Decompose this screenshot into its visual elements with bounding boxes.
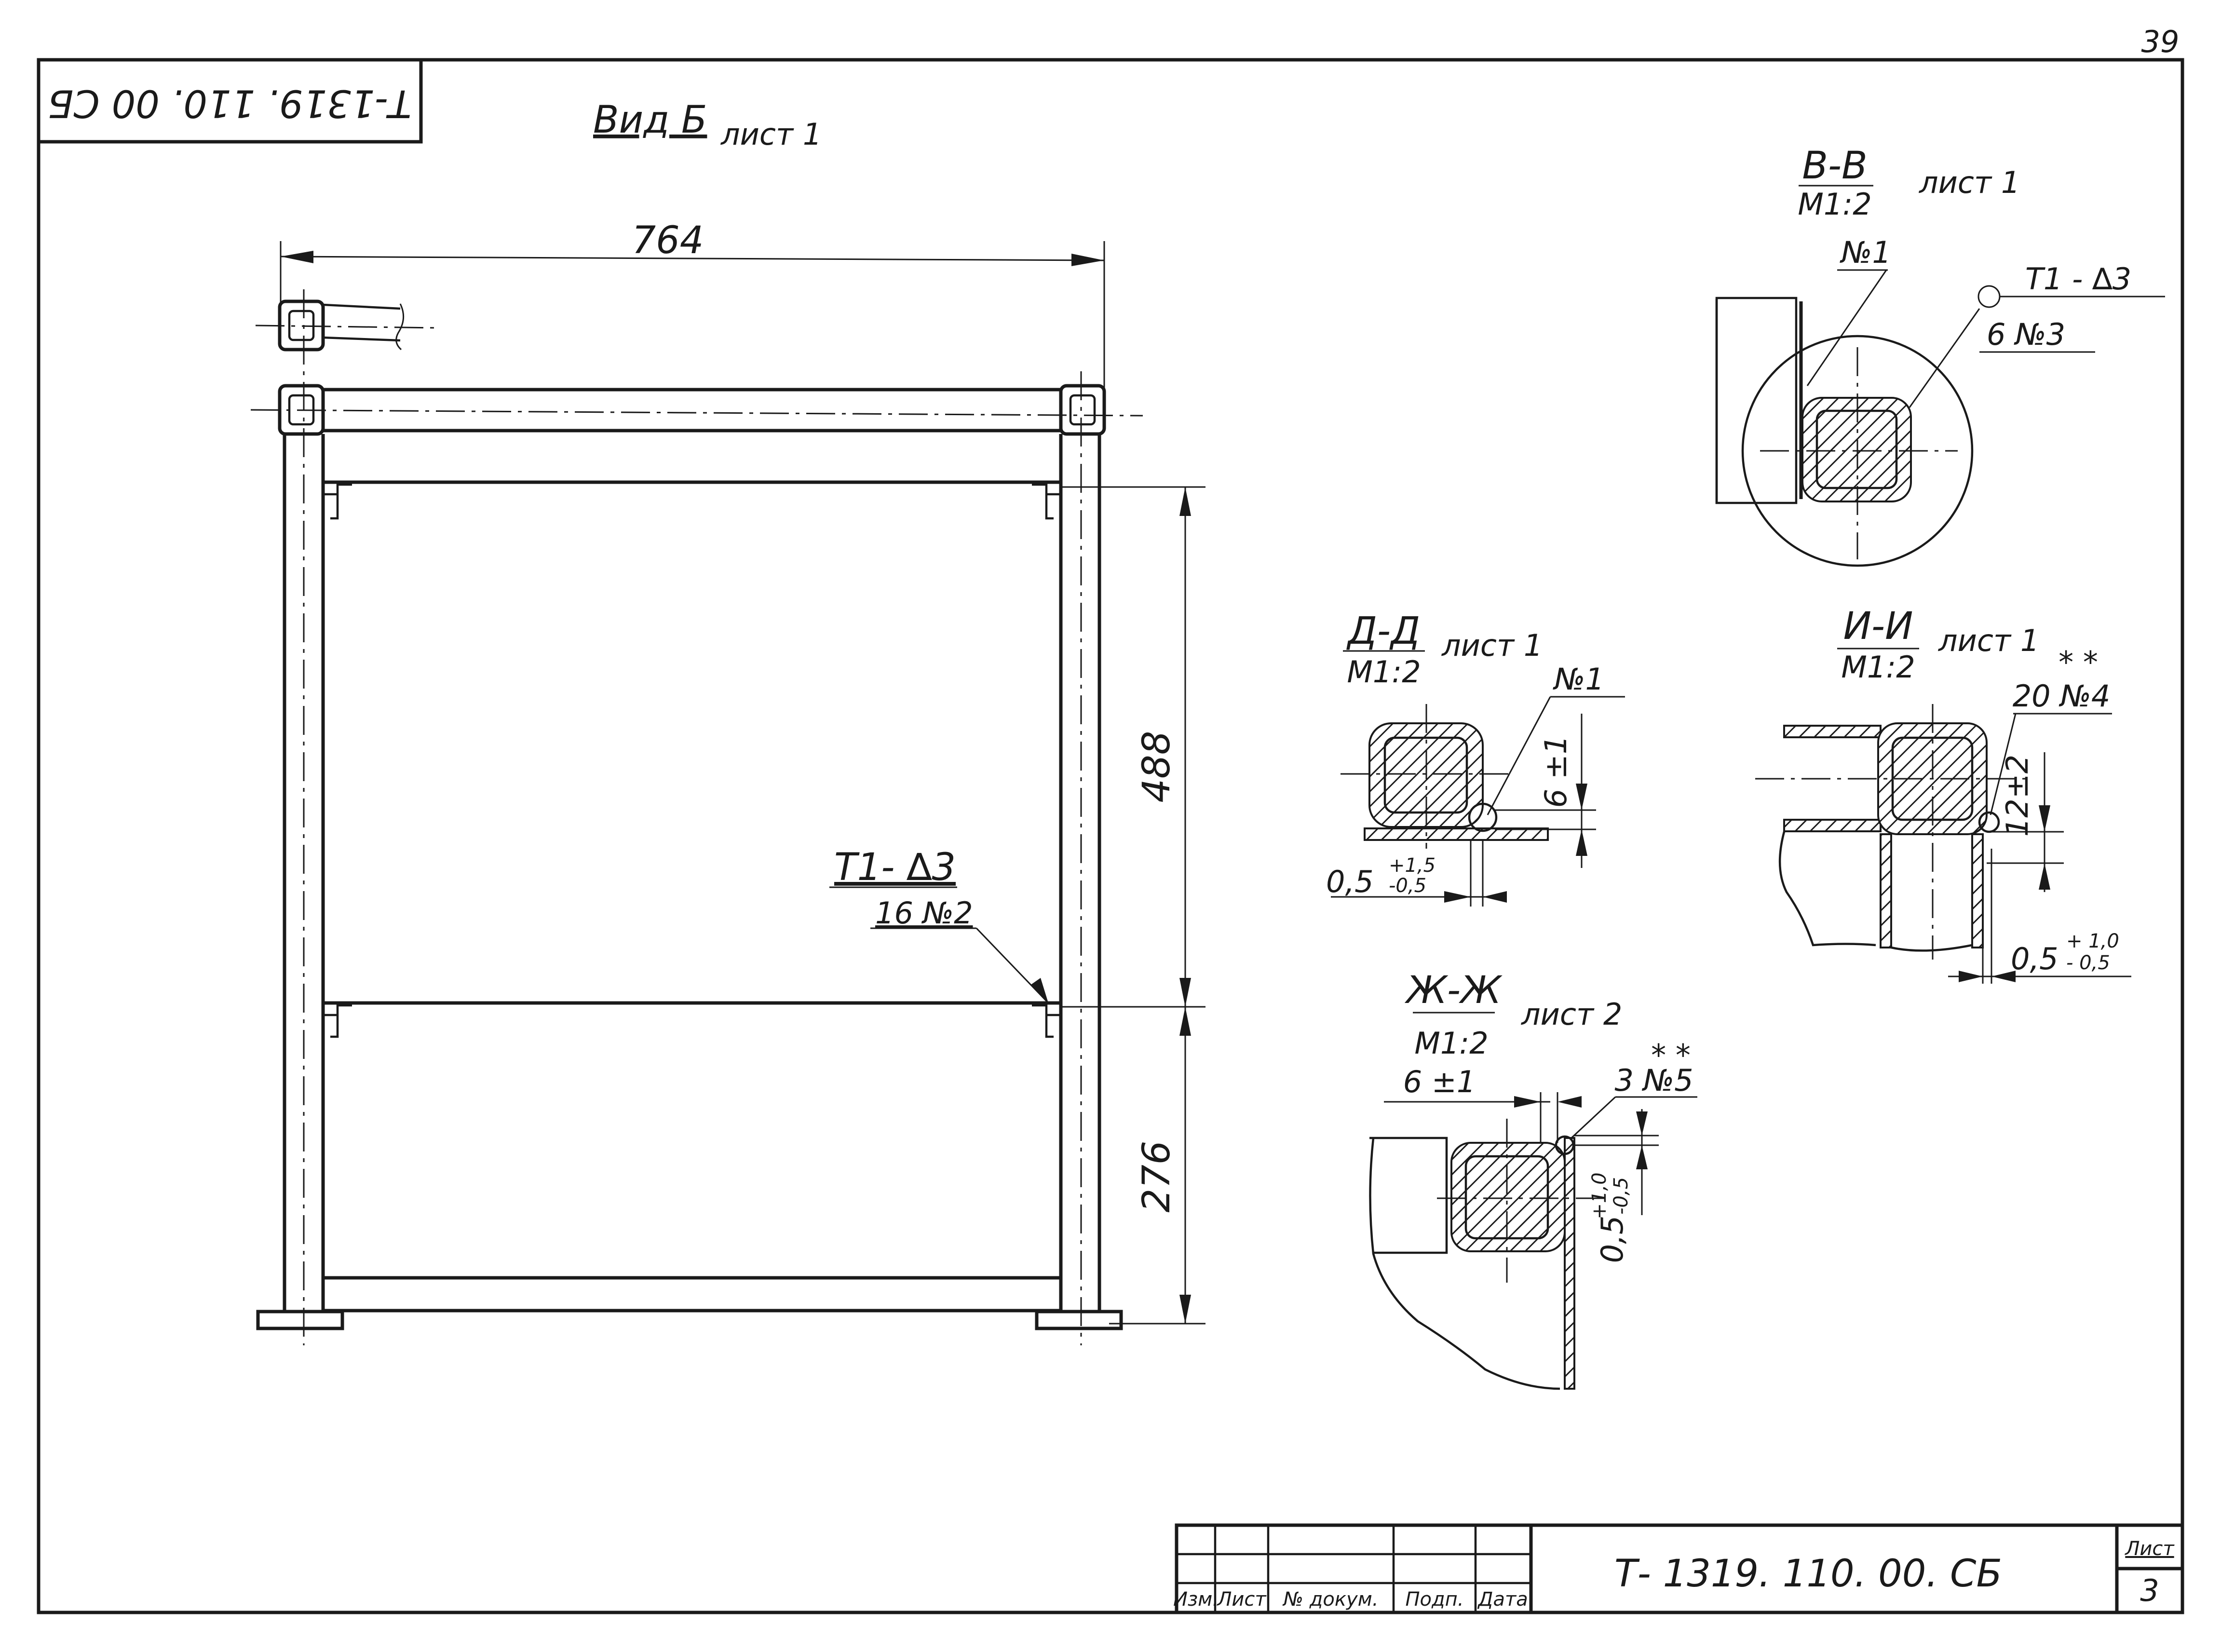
section-ii-mark: * * [2058, 645, 2098, 680]
section-zhzh-gap: 6 ±1 [1403, 1064, 1476, 1099]
section-dd-tol-lower: -0,5 [1389, 875, 1426, 897]
section-ii: И-И М1:2 лист 1 * * 20 №4 12±2 0,5 + 1,0… [1755, 605, 2131, 984]
section-zhzh-label: Ж-Ж [1405, 969, 1503, 1012]
col-doc: № докум. [1282, 1588, 1378, 1611]
section-ii-sheet: лист 1 [1938, 623, 2039, 658]
page-number: 39 [2141, 24, 2180, 59]
section-dd-tol-upper: +1,5 [1389, 854, 1436, 877]
view-label: Вид Б [593, 98, 707, 142]
section-dd-tol: 0,5 [1326, 864, 1374, 899]
section-zhzh-sheet: лист 2 [1521, 997, 1622, 1032]
section-zhzh: Ж-Ж М1:2 лист 2 6 ±1 * * 3 №5 0,5 +1,0 -… [1369, 969, 1697, 1390]
sheet-number: 3 [2140, 1573, 2159, 1608]
section-ii-tol: 0,5 [2011, 941, 2058, 976]
sheet-frame: 39 [37, 24, 2184, 1614]
section-vv: В-В М1:2 лист 1 №1 Т1 - ∆3 6 №3 [1715, 144, 2165, 567]
corner-stamp-text: Т-1319. 110. 00 СБ [48, 81, 411, 125]
weld-ref: 16 №2 [875, 895, 973, 931]
view-sheet: лист 1 [720, 117, 822, 152]
title-block: Изм. Лист № докум. Подп. Дата Т- 1319. 1… [1173, 1523, 2184, 1614]
section-vv-sheet: лист 1 [1919, 165, 2020, 200]
section-dd-label: Д-Д [1346, 609, 1420, 653]
section-dd: Д-Д М1:2 лист 1 №1 6 ±1 0,5 +1,5 -0,5 [1326, 609, 1625, 907]
section-zhzh-mark: * * [1651, 1038, 1691, 1073]
main-view: Вид Б лист 1 764 [250, 98, 1205, 1345]
section-ii-tol-lower: - 0,5 [2066, 952, 2110, 974]
section-dd-sheet: лист 1 [1441, 628, 1543, 663]
section-zhzh-tol-lower: -0,5 [1610, 1177, 1632, 1215]
section-vv-weld: Т1 - ∆3 [2025, 261, 2131, 297]
section-vv-scale: М1:2 [1798, 187, 1871, 222]
col-sign: Подп. [1405, 1588, 1463, 1611]
section-ii-label: И-И [1843, 605, 1913, 648]
section-zhzh-tol: 0,5 [1595, 1216, 1630, 1263]
section-vv-weld-ref: 6 №3 [1987, 317, 2065, 352]
section-zhzh-scale: М1:2 [1414, 1026, 1488, 1061]
section-ii-part: 20 №4 [2013, 678, 2111, 714]
corner-stamp: Т-1319. 110. 00 СБ [37, 58, 423, 144]
dim-upper: 488 [1135, 731, 1178, 803]
col-izm: Изм. [1173, 1588, 1219, 1611]
section-dd-part: №1 [1553, 662, 1604, 697]
section-ii-tol-upper: + 1,0 [2066, 930, 2119, 952]
col-list: Лист [1216, 1588, 1267, 1611]
section-ii-scale: М1:2 [1841, 650, 1915, 685]
section-zhzh-tol-upper: +1,0 [1588, 1172, 1611, 1219]
section-vv-part: №1 [1840, 235, 1891, 270]
col-date: Дата [1477, 1588, 1528, 1611]
doc-number: Т- 1319. 110. 00. СБ [1614, 1552, 2002, 1596]
dim-lower: 276 [1135, 1141, 1178, 1213]
section-dd-scale: М1:2 [1347, 654, 1421, 690]
sheet-label: Лист [2124, 1538, 2175, 1560]
section-dd-gap: 6 ±1 [1538, 735, 1573, 808]
weld-symbol: Т1- ∆3 [834, 846, 956, 889]
section-ii-gap: 12±2 [2000, 755, 2035, 837]
section-zhzh-part: 3 №5 [1614, 1063, 1693, 1098]
dim-width: 764 [632, 219, 704, 262]
section-vv-label: В-В [1802, 144, 1867, 188]
